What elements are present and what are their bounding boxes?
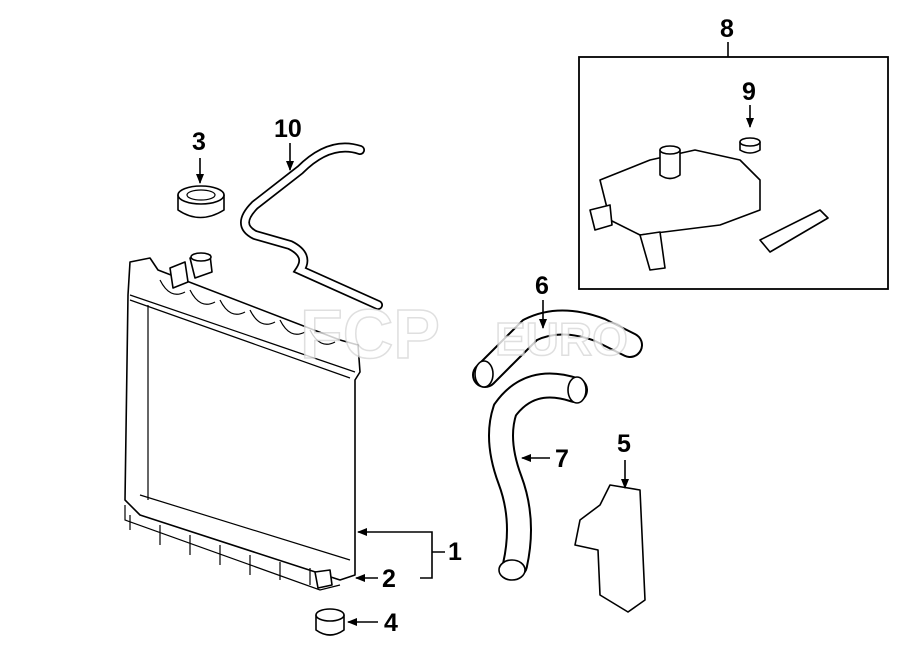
- lower-radiator-hose: [488, 372, 588, 581]
- radiator-bottom-tank: [124, 505, 341, 591]
- callout-9: 9: [742, 78, 756, 106]
- drain-cock: [314, 569, 333, 589]
- upper-radiator-hose: [472, 309, 643, 388]
- inlet-pipe: [169, 261, 189, 289]
- drain-plug: [315, 608, 345, 636]
- callout-2: 2: [382, 565, 396, 593]
- callout-6: 6: [535, 272, 549, 300]
- fcp-euro-watermark: FCP EURO: [299, 294, 628, 374]
- callout-3: 3: [192, 128, 206, 156]
- reservoir-group-box: [578, 56, 889, 290]
- radiator-top-tank: [159, 279, 336, 345]
- callout-1: 1: [448, 538, 462, 566]
- radiator: [124, 252, 361, 591]
- reservoir-bracket: [759, 209, 829, 253]
- callout-5: 5: [617, 430, 631, 458]
- air-deflector: [574, 484, 646, 613]
- callout-8: 8: [720, 15, 734, 43]
- overflow-hose: [240, 142, 383, 310]
- svg-text:FCP: FCP: [300, 295, 440, 373]
- leader-lines: [196, 42, 754, 626]
- callout-7: 7: [555, 445, 569, 473]
- callout-10: 10: [274, 115, 302, 143]
- radiator-cap: [177, 185, 225, 219]
- svg-text:EURO: EURO: [495, 313, 628, 365]
- callout-4: 4: [384, 609, 398, 637]
